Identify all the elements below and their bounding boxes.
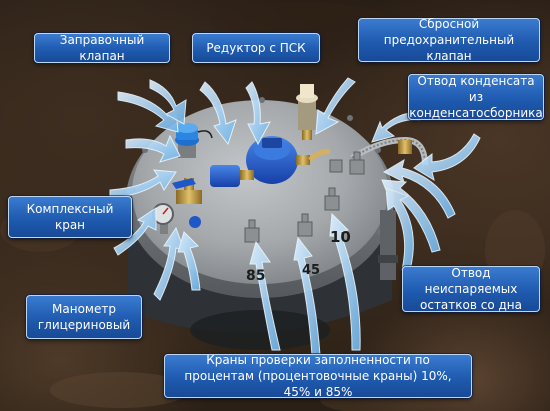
callout-condensate-text: Отвод конденсата из конденсатосборника: [409, 74, 543, 120]
combo-valve: [172, 178, 202, 228]
level-valves: [244, 151, 365, 243]
callout-fill-valve: Заправочный клапан: [34, 33, 170, 63]
condensate-pipe: [350, 136, 428, 166]
fill-valve: [175, 123, 213, 158]
callout-residue-text: Отвод неиспаряемых остатков со дна: [420, 266, 522, 312]
relief-valve: [296, 84, 318, 140]
callout-residue: Отвод неиспаряемых остатков со дна: [402, 266, 540, 312]
callout-combo-valve: Комплексный кран: [8, 196, 132, 238]
callout-regulator-text: Редуктор с ПСК: [206, 41, 306, 55]
callout-manometer: Манометр глицериновый: [26, 295, 142, 339]
lid-markings: 10 45 85: [246, 228, 351, 284]
marking-10: 10: [330, 228, 351, 246]
callout-condensate: Отвод конденсата из конденсатосборника: [408, 74, 544, 120]
callout-relief-valve-text: Сбросной предохранительный клапан: [383, 17, 515, 63]
callout-combo-valve-text: Комплексный кран: [26, 202, 114, 232]
residue-pipe: [378, 210, 398, 280]
callout-manometer-text: Манометр глицериновый: [37, 302, 131, 332]
marking-85: 85: [246, 268, 265, 284]
regulator: [210, 136, 331, 187]
callout-regulator: Редуктор с ПСК: [192, 33, 320, 63]
callout-relief-valve: Сбросной предохранительный клапан: [358, 17, 540, 63]
callout-level-valves-text: Краны проверки заполненности по процента…: [184, 353, 452, 399]
marking-45: 45: [302, 263, 320, 278]
callout-fill-valve-text: Заправочный клапан: [59, 33, 145, 63]
callout-level-valves: Краны проверки заполненности по процента…: [164, 353, 472, 399]
pointer-arrows: [109, 77, 481, 356]
